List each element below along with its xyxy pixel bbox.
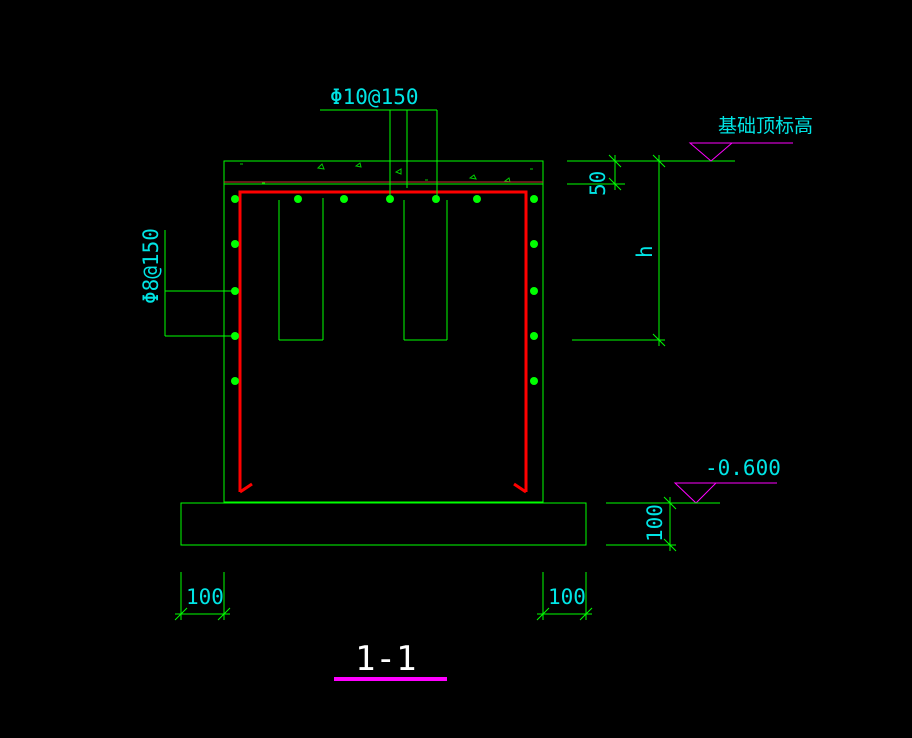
elev-top-label: 基础顶标高 <box>718 115 813 137</box>
dim-base-label: 100 <box>643 504 667 542</box>
rebar-top-label: Φ10@150 <box>330 85 419 109</box>
rebar-side-label: Φ8@150 <box>139 228 163 304</box>
section-title: 1-1 <box>355 639 416 679</box>
dim-cover-label: 50 <box>586 171 610 196</box>
bottom-elevation-mark <box>673 482 777 504</box>
elev-bottom-label: -0.600 <box>705 456 781 480</box>
side-rebar-leader <box>164 230 235 337</box>
dim-left-offset-label: 100 <box>186 585 224 609</box>
top-elevation-dim <box>567 154 735 347</box>
foundation-base <box>180 502 587 546</box>
dim-right-offset-label: 100 <box>548 585 586 609</box>
beam-outline <box>223 160 544 503</box>
dim-height-label: h <box>633 245 657 258</box>
left-offset-dim <box>174 572 231 621</box>
stirrup-hook-right <box>513 482 527 494</box>
inner-slots <box>278 198 448 341</box>
stirrup-rebar <box>238 190 528 492</box>
right-offset-dim <box>536 572 593 621</box>
concrete-hatch <box>240 162 533 184</box>
top-rebar-leader <box>320 109 438 199</box>
stirrup-hook-left <box>239 482 253 494</box>
base-thickness-dim <box>606 496 720 552</box>
top-elevation-mark <box>688 142 793 162</box>
